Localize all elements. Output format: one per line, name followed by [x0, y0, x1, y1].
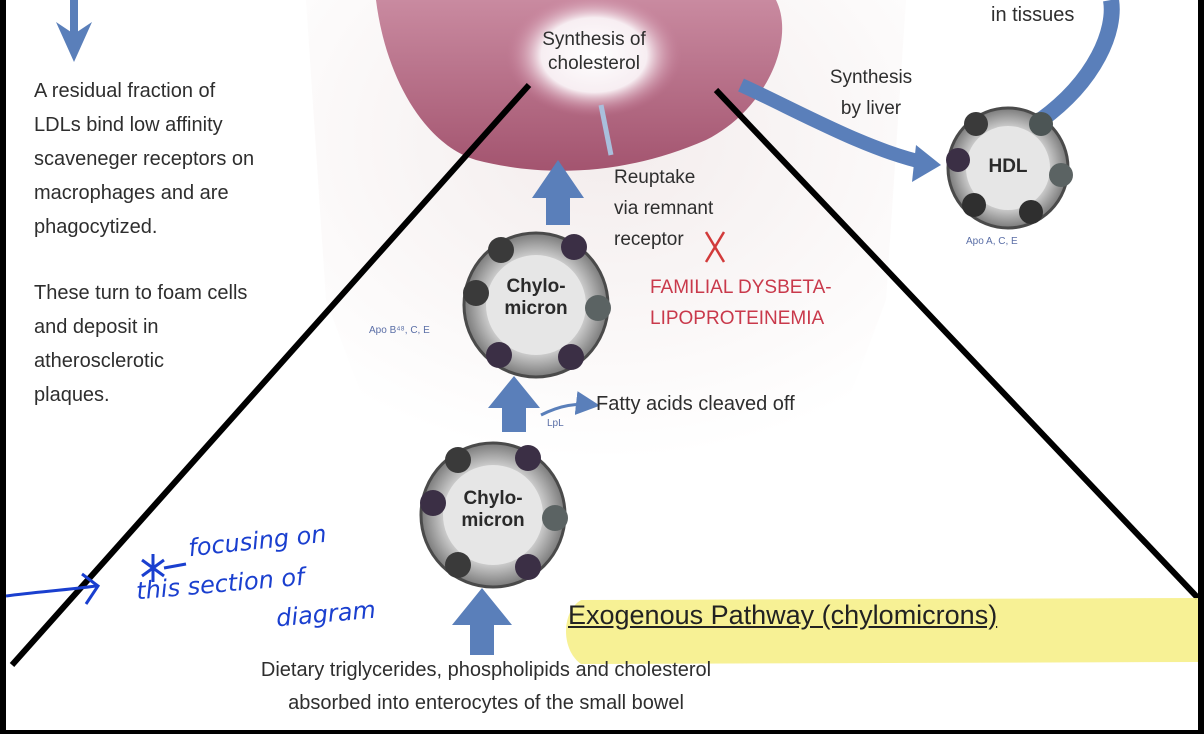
chylo-upper-line-2: micron: [504, 298, 568, 319]
red-x-mark: [704, 231, 726, 263]
reuptake-line-2: via remnant: [614, 198, 714, 219]
liver-to-hdl-arrowhead: [912, 145, 941, 182]
in-tissues-label: in tissues: [991, 4, 1075, 26]
by-liver-line-1: Synthesis: [829, 67, 913, 88]
pyramid-left-edge: [9, 83, 532, 667]
lpl-label: LpL: [547, 418, 564, 429]
left-p2-line-2: and deposit in: [34, 316, 159, 338]
diagram-graphics: [6, 0, 1198, 667]
left-paragraph-1: A residual fraction of LDLs bind low aff…: [34, 74, 334, 244]
left-p1-line-2: LDLs bind low affinity: [34, 114, 223, 136]
chylomicron-upper-particle: [462, 231, 611, 379]
pathway-title: Exogenous Pathway (chylomicrons): [568, 600, 998, 630]
fatty-acids-label: Fatty acids cleaved off: [596, 393, 795, 415]
disease-line-1: FAMILIAL DYSBETA-: [650, 277, 832, 298]
left-p1-line-1: A residual fraction of: [34, 80, 216, 102]
bowel-to-chylo-arrow: [452, 588, 512, 655]
hdl-particle: [946, 106, 1073, 230]
chylomicron-apo-label: Apo B⁴⁸, C, E: [369, 325, 430, 336]
left-p1-line-5: phagocytized.: [34, 216, 158, 238]
chylomicron-lower-label: Chylo- micron: [441, 488, 545, 532]
liver-to-hdl-arrow: [738, 78, 928, 170]
hdl-apo-label: Apo A, C, E: [966, 236, 1018, 247]
hdl-to-tissues-arrow: [1036, 0, 1120, 127]
left-p2-line-3: atherosclerotic: [34, 350, 165, 372]
chylo-to-liver-arrow: [532, 160, 584, 225]
disease-line-2: LIPOPROTEINEMIA: [650, 308, 825, 329]
chylomicron-lower-particle: [419, 441, 568, 589]
diagram-frame: A residual fraction of LDLs bind low aff…: [6, 0, 1198, 730]
chylomicron-upper-label: Chylo- micron: [484, 276, 588, 320]
left-p1-line-4: macrophages and are: [34, 182, 229, 204]
chylo-lower-line-2: micron: [461, 510, 525, 531]
title-highlight: [566, 598, 1198, 664]
reuptake-thin-arrow: [598, 104, 614, 156]
fatty-acids-arrow: [540, 391, 600, 417]
chylo-lower-line-1: Chylo-: [463, 488, 523, 509]
top-left-arrow-head: [56, 22, 92, 62]
caption-line-1: Dietary triglycerides, phospholipids and…: [260, 659, 712, 681]
reuptake-line-3: receptor: [614, 229, 684, 250]
reuptake-line-1: Reuptake: [614, 167, 696, 188]
synthesis-glow: [506, 0, 682, 117]
left-p2-line-4: plaques.: [34, 384, 110, 406]
hdl-label: HDL: [988, 156, 1028, 177]
synthesis-cholesterol-label: Synthesis of cholesterol: [514, 28, 674, 76]
chylo-upper-line-1: Chylo-: [506, 276, 566, 297]
left-paragraph-2: These turn to foam cells and deposit in …: [34, 276, 334, 412]
chylo-to-chylo-arrow: [488, 376, 540, 432]
pyramid-right-edge: [713, 87, 1198, 601]
top-left-arrow-shaft: [70, 0, 78, 40]
reuptake-label: Reuptake via remnant receptor: [614, 162, 713, 255]
synthesis-line-2: cholesterol: [548, 53, 640, 74]
handwritten-arrow: [6, 572, 101, 605]
bottom-caption: Dietary triglycerides, phospholipids and…: [176, 654, 796, 720]
by-liver-line-2: by liver: [840, 98, 902, 119]
left-p2-line-1: These turn to foam cells: [34, 282, 248, 304]
synthesis-by-liver-label: Synthesis by liver: [806, 62, 936, 124]
left-p1-line-3: scaveneger receptors on: [34, 148, 255, 170]
caption-line-2: absorbed into enterocytes of the small b…: [288, 692, 684, 714]
disease-label: FAMILIAL DYSBETA- LIPOPROTEINEMIA: [650, 272, 832, 334]
handwritten-asterisk-icon: [141, 554, 187, 582]
synthesis-line-1: Synthesis of: [542, 29, 646, 50]
